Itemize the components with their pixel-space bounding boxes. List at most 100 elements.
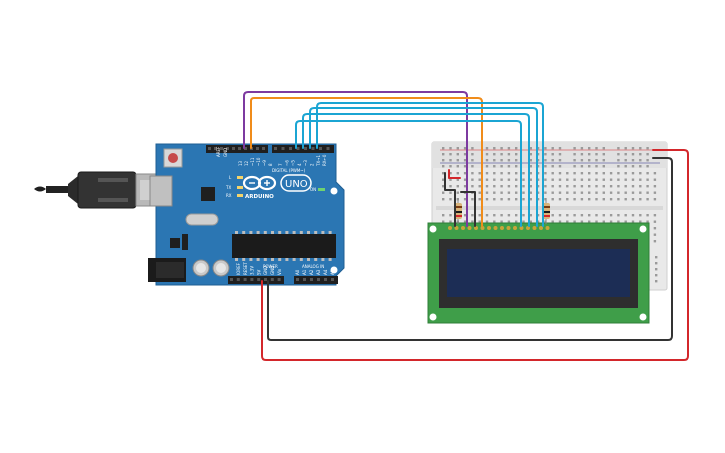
header-pin[interactable] (256, 147, 259, 150)
breadboard-hole (558, 147, 562, 150)
header-pin[interactable] (296, 278, 299, 281)
wire-black-rw[interactable] (460, 191, 476, 227)
header-pin[interactable] (257, 278, 261, 281)
wire-orange[interactable] (250, 97, 483, 227)
breadboard-hole (515, 198, 518, 201)
breadboard-hole (507, 185, 511, 188)
header-pin[interactable] (236, 278, 240, 281)
breadboard-hole (588, 191, 591, 194)
chip-pin (256, 231, 260, 234)
header-pin[interactable] (296, 147, 300, 150)
header-pin[interactable] (310, 278, 313, 281)
reset-button-cap[interactable] (168, 153, 178, 163)
wire-black-gnd[interactable] (267, 157, 673, 341)
lcd-pin[interactable] (513, 226, 517, 230)
header-pin[interactable] (303, 278, 306, 281)
header-pin[interactable] (214, 147, 217, 150)
power-pin-label: IOREF (236, 262, 241, 275)
digital-header-high[interactable] (206, 145, 268, 153)
breadboard-hole (566, 198, 569, 201)
header-pin[interactable] (238, 147, 241, 150)
lcd-pin[interactable] (500, 226, 504, 230)
breadboard-hole (595, 214, 598, 217)
breadboard-hole (536, 153, 540, 156)
header-pin[interactable] (243, 278, 247, 281)
header-pin[interactable] (230, 278, 233, 281)
power-header[interactable] (228, 276, 284, 284)
header-pin[interactable] (264, 278, 267, 281)
breadboard-hole (478, 172, 481, 175)
breadboard-hole (639, 220, 642, 223)
header-pin[interactable] (326, 147, 330, 150)
chip-pin (242, 231, 246, 234)
power-pin-label: 5V (256, 269, 261, 275)
lcd-pin[interactable] (448, 226, 452, 230)
breadboard-hole (653, 172, 657, 175)
breadboard-hole (609, 185, 613, 188)
header-pin[interactable] (277, 278, 281, 281)
breadboard-hole (515, 165, 518, 168)
header-pin[interactable] (244, 147, 247, 150)
header-pin[interactable] (232, 147, 235, 150)
header-pin[interactable] (270, 278, 274, 281)
breadboard-hole (485, 147, 489, 150)
header-pin[interactable] (226, 147, 229, 150)
header-pin[interactable] (262, 147, 265, 150)
breadboard-hole (449, 153, 452, 156)
lcd-pin[interactable] (487, 226, 491, 230)
lcd-pin[interactable] (493, 226, 498, 230)
digital-pwm-label: DIGITAL (PWM~) (272, 168, 306, 173)
chip-pin (292, 258, 296, 261)
breadboard-hole (573, 220, 576, 223)
breadboard-hole (573, 198, 576, 201)
lcd-pin[interactable] (454, 226, 459, 230)
header-pin[interactable] (317, 278, 320, 281)
header-pin[interactable] (331, 278, 334, 281)
breadboard-hole (471, 147, 474, 150)
lcd-16x2-module[interactable] (427, 222, 650, 324)
lcd-pin[interactable] (506, 226, 511, 230)
digital-pin-label: 7 (278, 163, 283, 166)
header-pin[interactable] (304, 147, 307, 150)
breadboard-hole (515, 220, 518, 223)
header-pin[interactable] (220, 147, 223, 150)
wire-red-5v[interactable] (261, 149, 689, 361)
breadboard-hole (485, 198, 489, 201)
wire-purple[interactable] (243, 91, 468, 227)
breadboard-hole (624, 172, 627, 175)
header-pin[interactable] (324, 278, 327, 281)
analog-header[interactable] (294, 276, 338, 284)
header-pin[interactable] (311, 147, 315, 150)
wire-blue-1[interactable] (295, 120, 522, 227)
breadboard-hole (558, 198, 562, 201)
header-pin[interactable] (319, 147, 322, 150)
lcd-pin[interactable] (545, 226, 550, 230)
lcd-pin[interactable] (519, 226, 524, 230)
wire-blue-4[interactable] (316, 102, 544, 227)
wire-black-lcd-vss[interactable] (444, 172, 456, 227)
lcd-pin[interactable] (461, 226, 465, 230)
digital-pin-label: 8 (268, 163, 273, 166)
header-pin[interactable] (289, 147, 292, 150)
breadboard-hole (493, 147, 496, 150)
header-pin[interactable] (281, 147, 285, 150)
rx-label: RX (226, 193, 232, 198)
lcd-pin-header[interactable] (448, 226, 550, 230)
lcd-pin[interactable] (539, 226, 543, 230)
breadboard-hole (602, 147, 605, 150)
breadboard-hole (529, 198, 532, 201)
header-pin[interactable] (274, 147, 277, 150)
breadboard-hole (500, 172, 503, 175)
wire-blue-2[interactable] (302, 113, 530, 227)
breadboard-hole (463, 220, 467, 223)
breadboard-hole (485, 178, 489, 181)
breadboard-hole (463, 153, 467, 156)
header-pin[interactable] (208, 147, 211, 150)
header-pin[interactable] (250, 278, 254, 281)
lcd-pin[interactable] (532, 226, 537, 230)
lcd-pin[interactable] (480, 226, 485, 230)
wire-blue-3[interactable] (309, 107, 538, 227)
wire-red-lcd-vdd[interactable] (448, 169, 461, 179)
lcd-pin[interactable] (467, 226, 472, 230)
